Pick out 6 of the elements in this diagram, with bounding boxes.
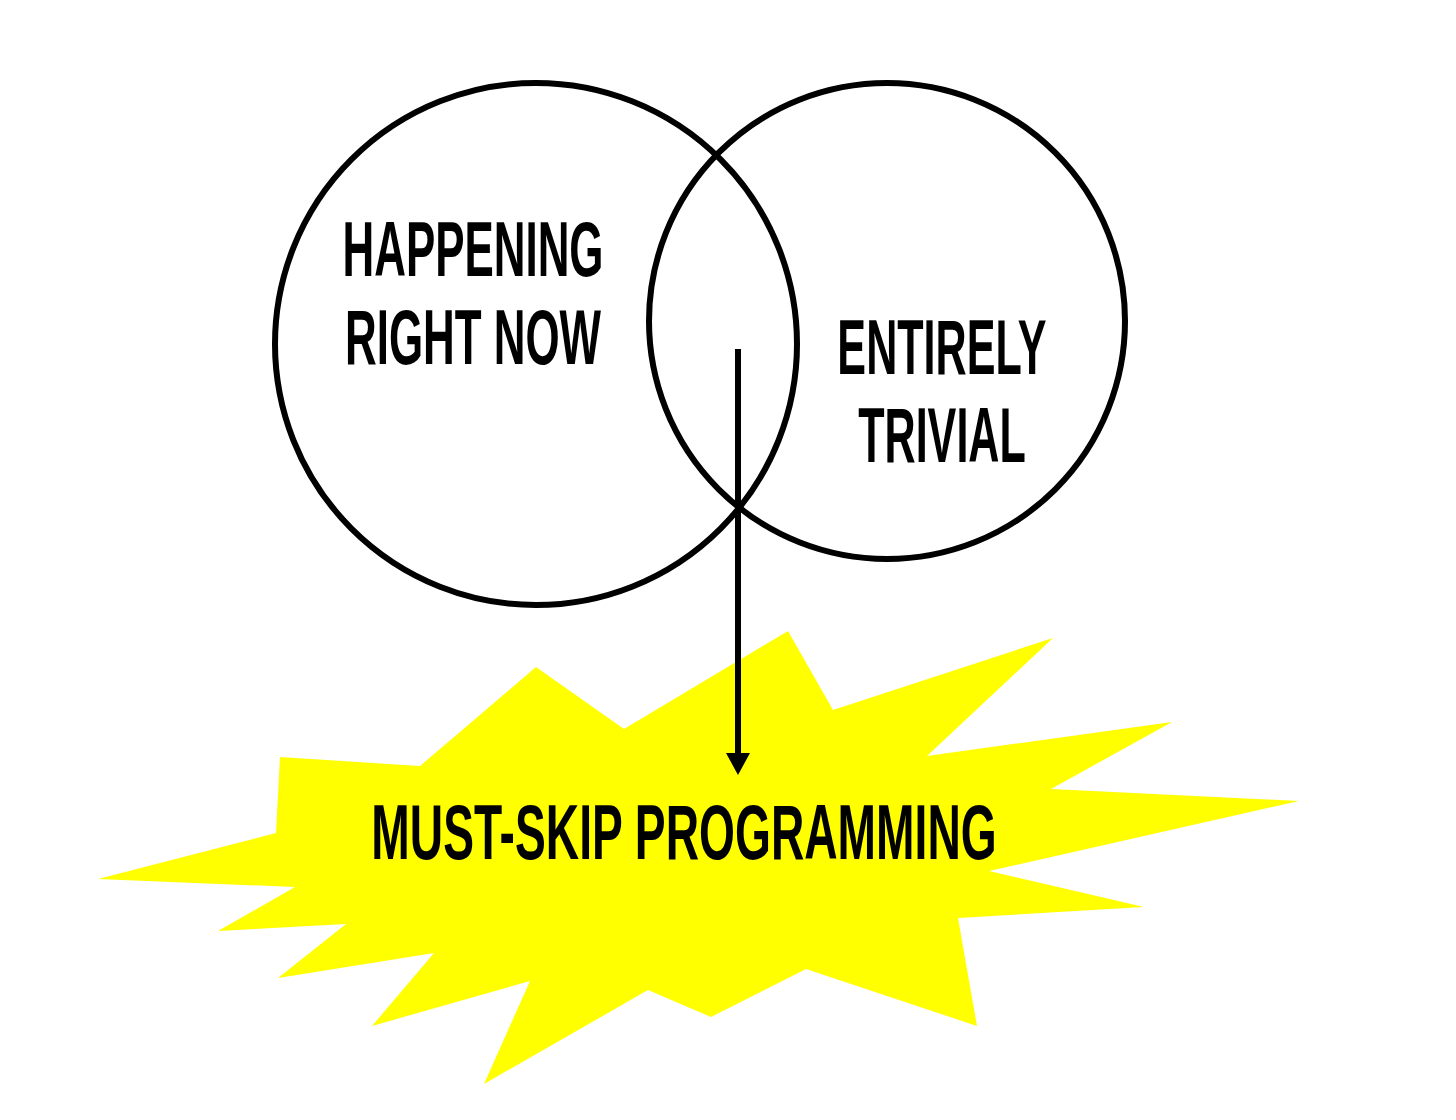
starburst-label: MUST-SKIP PROGRAMMING <box>370 787 998 876</box>
venn-circle <box>646 80 1128 562</box>
circle-label: HAPPENING RIGHT NOW <box>341 204 605 381</box>
starburst <box>98 631 1299 1084</box>
circle-label: ENTIRELY TRIVIAL <box>836 302 1048 479</box>
venn-circle <box>272 80 800 608</box>
